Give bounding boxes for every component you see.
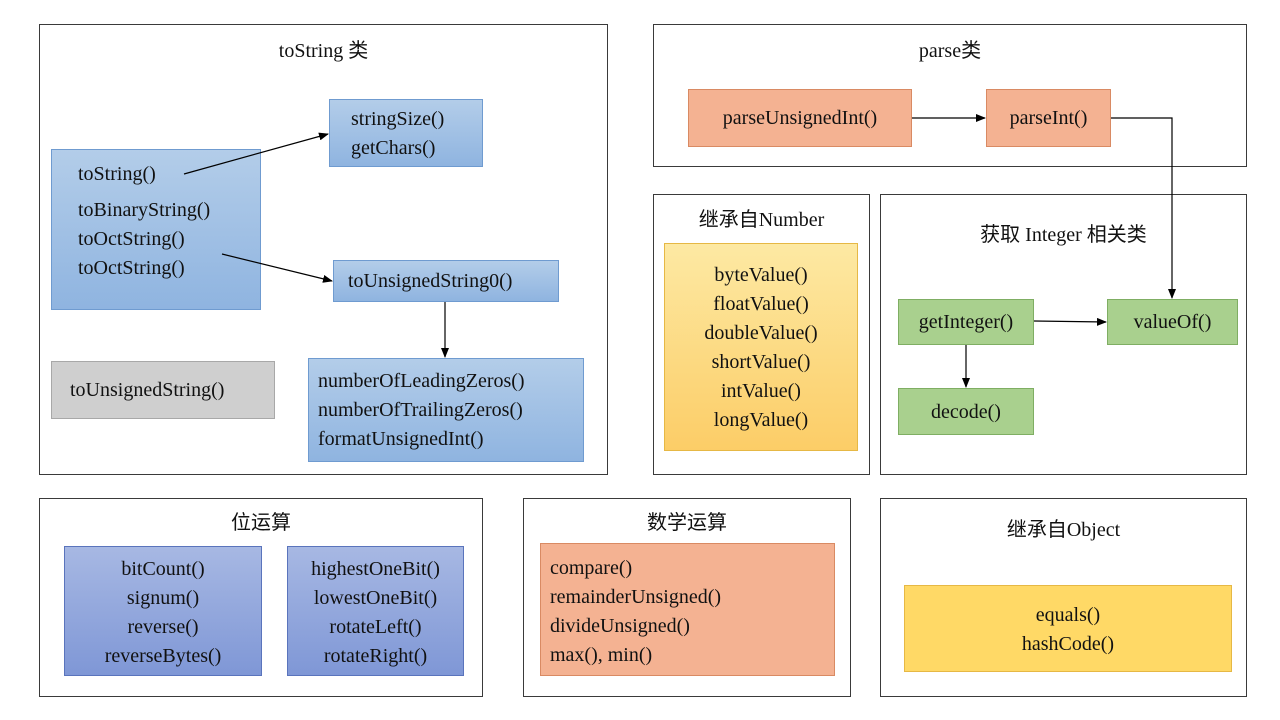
doublevalue-method: doubleValue() [704,322,818,344]
reversebytes-method: reverseBytes() [104,645,222,667]
bit-panel-title: 位运算 [231,512,291,534]
getinteger-box: getInteger() [898,299,1034,345]
bit-left-box: bitCount() signum() reverse() reverseByt… [64,546,262,676]
getinteger-method: getInteger() [918,311,1014,333]
integer-panel-title: 获取 Integer 相关类 [980,224,1147,246]
object-panel-title: 继承自Object [1006,519,1121,541]
rotateright-method: rotateRight() [323,645,428,667]
highestonebit-method: highestOneBit() [311,558,440,580]
tounsignedstring-method: toUnsignedString() [70,379,225,401]
parseint-method: parseInt() [1009,107,1088,129]
valueof-method: valueOf() [1133,311,1212,333]
tostring-methods-box: toString() toBinaryString() toOctString(… [51,149,261,310]
numberofleadingzeros-method: numberOfLeadingZeros() [318,370,525,392]
formatunsignedint-method: formatUnsignedInt() [318,428,484,450]
hashcode-method: hashCode() [1021,633,1115,655]
max-min-method: max(), min() [550,644,653,666]
zeros-box: numberOfLeadingZeros() numberOfTrailingZ… [308,358,584,462]
number-methods-box: byteValue() floatValue() doubleValue() s… [664,243,858,451]
floatvalue-method: floatValue() [713,293,809,315]
parseunsignedint-method: parseUnsignedInt() [722,107,878,129]
parse-panel-title: parse类 [918,40,982,62]
decode-method: decode() [931,401,1001,423]
lowestonebit-method: lowestOneBit() [313,587,438,609]
math-panel-title: 数学运算 [647,512,727,534]
tounsignedstring-box: toUnsignedString() [51,361,275,419]
getchars-method: getChars() [351,137,436,159]
divideunsigned-method: divideUnsigned() [550,615,690,637]
equals-method: equals() [1035,604,1101,626]
math-methods-box: compare() remainderUnsigned() divideUnsi… [540,543,835,676]
tounsignedstring0-box: toUnsignedString0() [333,260,559,302]
tounsignedstring0-method: toUnsignedString0() [348,270,513,292]
rotateleft-method: rotateLeft() [329,616,422,638]
tostring-panel-title: toString 类 [278,40,369,62]
stringsize-box: stringSize() getChars() [329,99,483,167]
number-panel-title: 继承自Number [698,209,825,231]
object-methods-box: equals() hashCode() [904,585,1232,672]
compare-method: compare() [550,557,633,579]
tooctstring-method-2: toOctString() [78,257,185,279]
tobinarystring-method: toBinaryString() [78,199,211,221]
tostring-method: toString() [78,163,156,185]
stringsize-method: stringSize() [351,108,445,130]
bit-right-box: highestOneBit() lowestOneBit() rotateLef… [287,546,464,676]
reverse-method: reverse() [127,616,199,638]
signum-method: signum() [126,587,200,609]
remainderunsigned-method: remainderUnsigned() [550,586,722,608]
numberoftrailingzeros-method: numberOfTrailingZeros() [318,399,523,421]
decode-box: decode() [898,388,1034,435]
longvalue-method: longValue() [713,409,809,431]
shortvalue-method: shortValue() [711,351,811,373]
bitcount-method: bitCount() [121,558,205,580]
bytevalue-method: byteValue() [714,264,808,286]
parseunsignedint-box: parseUnsignedInt() [688,89,912,147]
tooctstring-method: toOctString() [78,228,185,250]
valueof-box: valueOf() [1107,299,1238,345]
parseint-box: parseInt() [986,89,1111,147]
intvalue-method: intValue() [721,380,801,402]
